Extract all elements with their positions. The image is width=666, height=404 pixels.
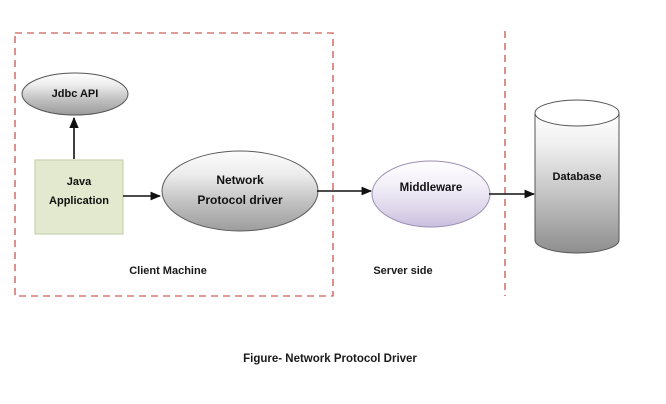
java-application-shape xyxy=(34,159,124,235)
node-jdbc-api[interactable]: Jdbc API xyxy=(21,72,129,116)
jdbc-api-label: Jdbc API xyxy=(52,88,99,100)
jdbc-api-shape xyxy=(21,72,129,116)
middleware-label: Middleware xyxy=(400,182,463,194)
java-application-label-line1: Java xyxy=(67,176,92,188)
java-application-label-line2: Application xyxy=(49,195,109,207)
database-cylinder-top xyxy=(534,99,620,127)
node-network-protocol-driver[interactable]: Network Protocol driver xyxy=(161,150,319,232)
database-cylinder-body xyxy=(534,112,620,254)
network-protocol-driver-label-line2: Protocol driver xyxy=(197,193,283,207)
network-protocol-driver-shape xyxy=(161,150,319,232)
database-label: Database xyxy=(553,171,602,183)
figure-caption: Figure- Network Protocol Driver xyxy=(243,353,417,365)
node-middleware[interactable]: Middleware xyxy=(371,160,491,228)
zone-label-server-side: Server side xyxy=(373,265,432,277)
node-java-application[interactable]: Java Application xyxy=(34,159,124,235)
zone-client-machine xyxy=(14,32,334,297)
network-protocol-driver-label-line1: Network xyxy=(216,173,264,187)
zone-label-client-machine: Client Machine xyxy=(129,265,207,277)
node-database[interactable]: Database xyxy=(534,99,620,254)
